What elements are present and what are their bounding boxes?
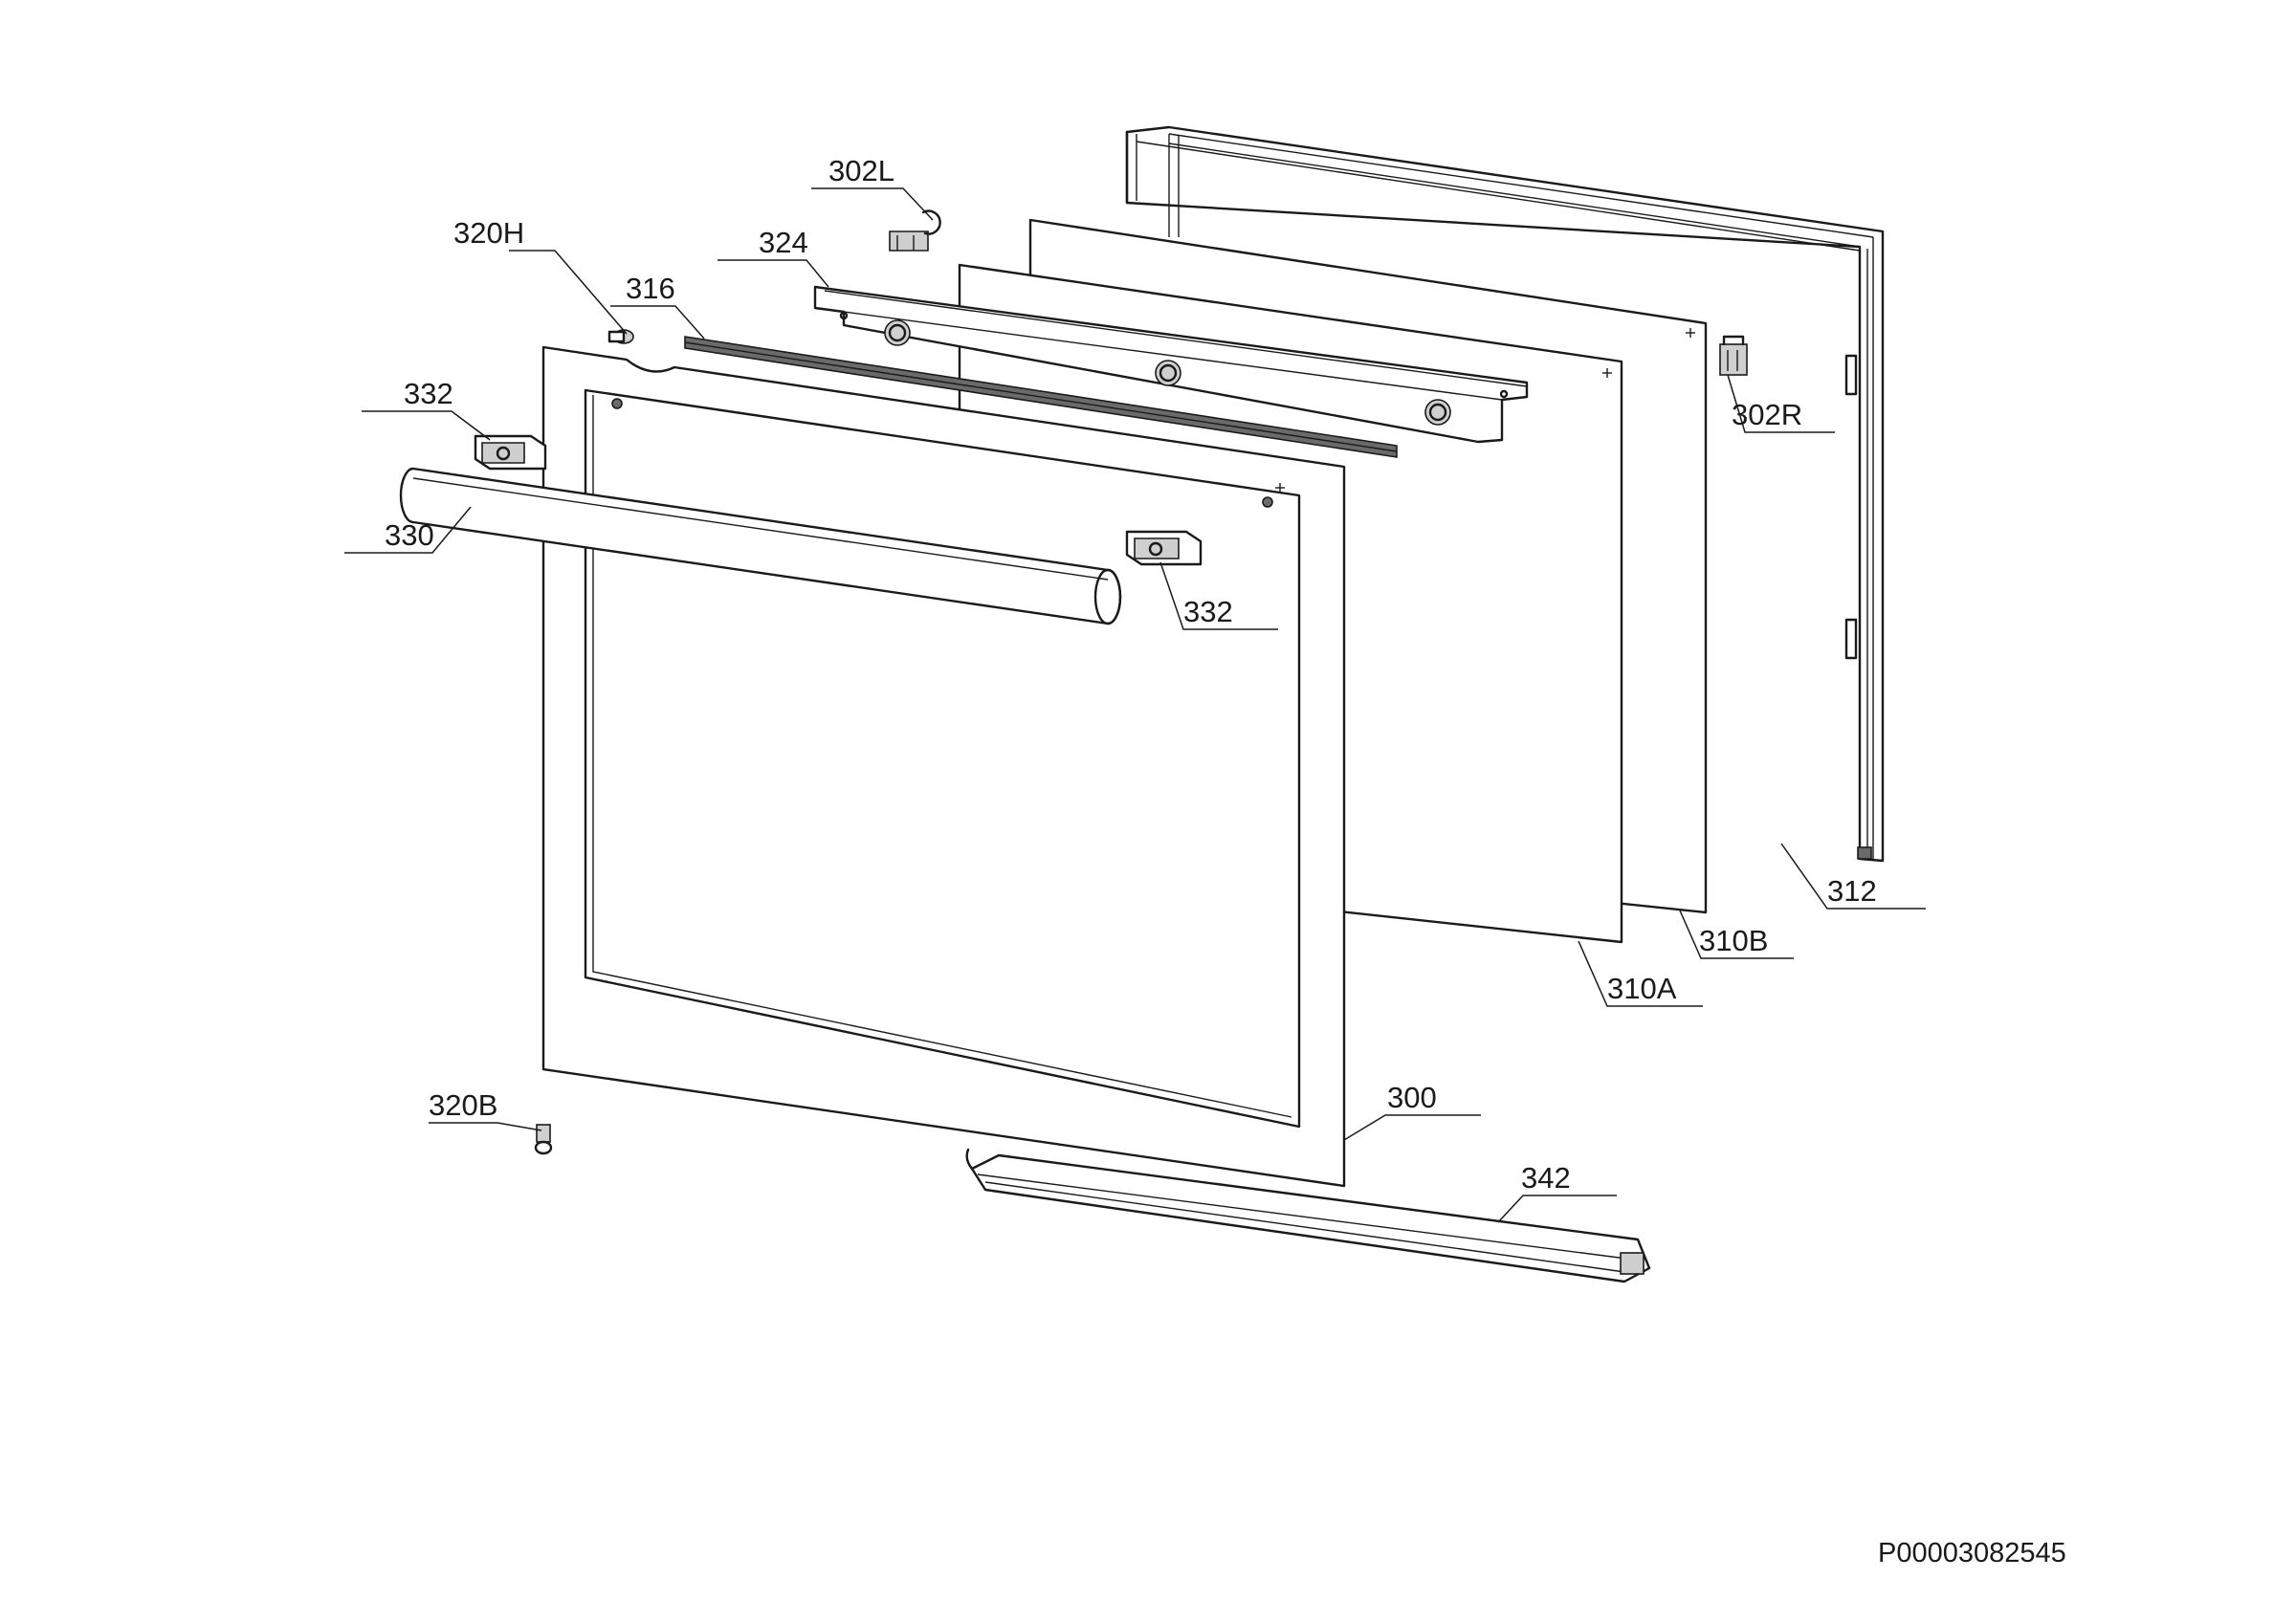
leader-lines bbox=[344, 187, 1926, 1223]
leader-312 bbox=[1780, 843, 1926, 910]
leader-330 bbox=[344, 506, 472, 554]
label-310B: 310B bbox=[1699, 924, 1768, 957]
document-id: P00003082545 bbox=[1878, 1538, 2066, 1568]
label-320B: 320B bbox=[429, 1088, 497, 1122]
leader-332-left bbox=[362, 410, 491, 441]
part-316-gasket bbox=[684, 336, 1398, 458]
part-302L-hinge bbox=[889, 209, 941, 252]
part-332-handle-mount-right bbox=[1125, 530, 1203, 566]
part-320H-screw bbox=[607, 329, 634, 344]
label-332-left: 332 bbox=[404, 377, 453, 410]
part-342-bottom-profile bbox=[965, 1148, 1651, 1283]
part-320B-screw bbox=[534, 1124, 553, 1155]
part-324-support-bracket bbox=[813, 285, 1529, 444]
part-300-front-door bbox=[541, 345, 1346, 1188]
part-332-handle-mount-left bbox=[474, 434, 547, 471]
part-312-rear-frame bbox=[1125, 125, 1885, 863]
label-302L: 302L bbox=[828, 154, 894, 187]
label-342: 342 bbox=[1521, 1161, 1571, 1195]
leader-310B bbox=[1679, 910, 1794, 959]
label-302R: 302R bbox=[1732, 398, 1802, 431]
leader-332-right bbox=[1159, 561, 1278, 630]
leader-302R bbox=[1727, 374, 1835, 433]
label-332-right: 332 bbox=[1183, 595, 1233, 628]
leader-310A bbox=[1578, 940, 1703, 1007]
label-320H: 320H bbox=[453, 216, 524, 250]
label-310A: 310A bbox=[1607, 972, 1677, 1005]
leader-300 bbox=[1343, 1114, 1481, 1141]
label-312: 312 bbox=[1827, 874, 1877, 908]
label-324: 324 bbox=[759, 226, 808, 259]
part-330-handle bbox=[399, 467, 1122, 625]
leader-320B bbox=[429, 1122, 542, 1131]
label-300: 300 bbox=[1387, 1081, 1437, 1114]
leader-342 bbox=[1497, 1195, 1617, 1223]
label-330: 330 bbox=[385, 518, 434, 552]
part-302R-hinge bbox=[1719, 335, 1748, 376]
leader-316 bbox=[610, 305, 705, 340]
leader-324 bbox=[718, 259, 829, 288]
leader-320H bbox=[509, 250, 628, 335]
leader-302L bbox=[811, 187, 934, 221]
label-316: 316 bbox=[626, 272, 675, 305]
part-labels: 302L 320H 324 316 332 330 332 302R 312 3… bbox=[385, 154, 1877, 1195]
